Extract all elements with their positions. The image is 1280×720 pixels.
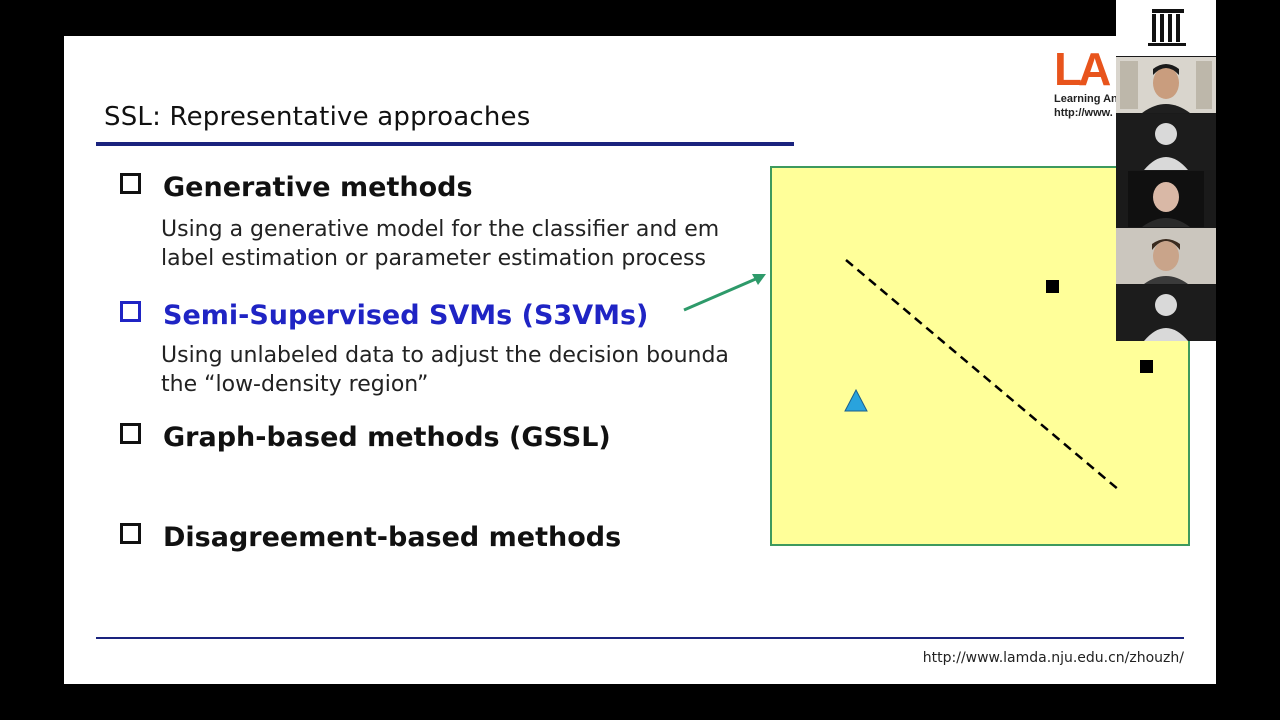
bullet-generative: Generative methods: [120, 172, 473, 203]
participant-tile[interactable]: [1116, 285, 1216, 341]
bullet-label: Semi-Supervised SVMs (S3VMs): [163, 300, 649, 331]
participant-tile-institution[interactable]: [1116, 0, 1216, 56]
participant-tile[interactable]: [1116, 171, 1216, 227]
pointer-arrow: [683, 274, 766, 312]
lab-logo-url: http://www.: [1054, 107, 1113, 119]
square-bullet-icon: [120, 423, 141, 444]
bullet-description: Using unlabeled data to adjust the decis…: [161, 341, 729, 399]
participant-tile[interactable]: [1116, 228, 1216, 284]
footer-divider: [96, 637, 1184, 639]
description-line: label estimation or parameter estimation…: [161, 246, 706, 271]
bullet-disagreement: Disagreement-based methods: [120, 522, 621, 553]
positive-sample-triangle: [844, 388, 868, 412]
lab-logo-mark: LA: [1054, 43, 1111, 95]
institution-logo-icon: [1148, 9, 1186, 46]
participant-tile-host[interactable]: [1116, 57, 1216, 113]
description-line: Using a generative model for the classif…: [161, 217, 720, 242]
bullet-graph-based: Graph-based methods (GSSL): [120, 422, 611, 453]
bullet-label: Disagreement-based methods: [163, 522, 622, 553]
lab-logo: LA Learning And http://www.: [1054, 46, 1216, 126]
lab-logo-subtitle: Learning And: [1054, 93, 1125, 105]
avatar-icon: [1144, 294, 1188, 341]
square-bullet-icon: [120, 173, 141, 194]
participant-video: [1116, 228, 1216, 284]
participant-video: [1128, 171, 1204, 227]
bullet-s3vms: Semi-Supervised SVMs (S3VMs): [120, 300, 648, 331]
footer-url: http://www.lamda.nju.edu.cn/zhouzh/: [922, 650, 1184, 666]
description-line: Using unlabeled data to adjust the decis…: [161, 343, 729, 368]
square-bullet-icon: [120, 523, 141, 544]
participant-panel: [1116, 0, 1216, 341]
slide-title: SSL: Representative approaches: [104, 102, 531, 132]
avatar-icon: [1144, 123, 1188, 170]
participant-tile[interactable]: [1116, 114, 1216, 170]
slide: LA Learning And http://www. SSL: Represe…: [64, 36, 1216, 684]
negative-sample-square: [1140, 360, 1153, 373]
svm-illustration-drawing: [844, 259, 1153, 491]
square-bullet-icon: [120, 301, 141, 322]
title-divider: [96, 142, 794, 146]
description-line: the “low-density region”: [161, 372, 429, 397]
bullet-label: Graph-based methods (GSSL): [163, 422, 611, 453]
host-video: [1116, 57, 1216, 113]
bullet-description: Using a generative model for the classif…: [161, 215, 719, 273]
negative-sample-square: [1046, 280, 1059, 293]
bullet-label: Generative methods: [163, 172, 473, 203]
